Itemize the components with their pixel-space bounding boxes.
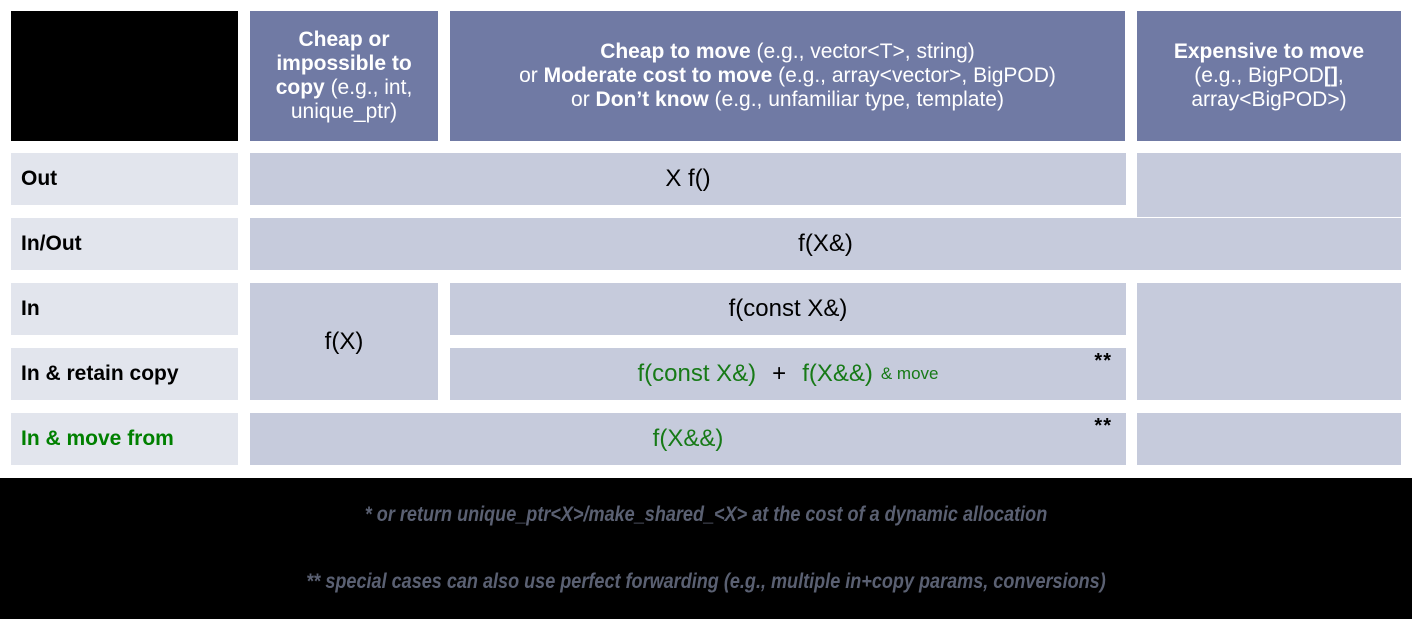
cell-in-expensive xyxy=(1137,283,1401,400)
cell-in-main: f(const X&) xyxy=(450,283,1126,335)
row-label-text: In & move from xyxy=(21,427,174,451)
hdr-c1-line3-rest: (e.g., int, xyxy=(324,76,413,99)
cell-out-main: X f() xyxy=(250,153,1126,205)
cell-in-signature: f(const X&) xyxy=(728,295,848,323)
row-label-in-retain-copy: In & retain copy xyxy=(11,348,238,400)
hdr-c2-l2-pre: or xyxy=(519,64,544,88)
cell-fx-signature: f(X) xyxy=(324,327,364,355)
footnote-band: * or return unique_ptr<X>/make_shared_<X… xyxy=(0,478,1412,619)
hdr-c2-l2-bold: Moderate cost to move xyxy=(543,64,773,88)
hdr-c1-line3-bold: copy xyxy=(275,76,325,99)
hdr-c2-l3-rest: (e.g., unfamiliar type, template) xyxy=(708,87,1004,111)
cell-retaincopy-plus: + xyxy=(772,360,787,388)
cell-retaincopy-and-move: & move xyxy=(880,364,939,384)
row-label-text: In xyxy=(21,297,40,321)
footnote-single-asterisk: * or return unique_ptr<X>/make_shared_<X… xyxy=(364,503,1048,526)
row-label-text: In/Out xyxy=(21,232,82,256)
header-corner-cell xyxy=(11,11,238,141)
cell-out-signature: X f() xyxy=(665,165,711,193)
footnote-marker-double-asterisk: ** xyxy=(1094,415,1112,437)
cell-movefrom-expensive xyxy=(1137,413,1401,465)
hdr-c3-l3: array<BigPOD>) xyxy=(1191,87,1347,111)
cell-retaincopy-constref: f(const X&) xyxy=(637,360,757,388)
hdr-c3-l2-bold: [] xyxy=(1323,64,1338,88)
hdr-c3-l2-end: , xyxy=(1337,64,1344,88)
hdr-c3-l2: (e.g., BigPOD xyxy=(1194,64,1324,88)
row-label-in-move-from: In & move from xyxy=(11,413,238,465)
cell-inout-signature: f(X&) xyxy=(798,230,853,258)
cell-in-cheapcopy-fx: f(X) xyxy=(250,283,438,400)
hdr-c2-l2-rest: (e.g., array<vector>, BigPOD) xyxy=(772,64,1056,88)
footnote-marker-double-asterisk: ** xyxy=(1094,350,1112,372)
hdr-c1-line2: impossible to xyxy=(276,52,412,76)
cell-retaincopy-main: f(const X&) + f(X&&) & move ** xyxy=(450,348,1126,400)
hdr-c2-l3-bold: Don’t know xyxy=(595,87,709,111)
hdr-c1-line4: unique_ptr) xyxy=(290,99,398,123)
row-label-in: In xyxy=(11,283,238,335)
header-cheap-to-move: Cheap to move (e.g., vector<T>, string) … xyxy=(450,11,1125,141)
row-label-text: Out xyxy=(21,167,58,191)
cell-retaincopy-rvalue: f(X&&) xyxy=(802,360,873,388)
hdr-c1-line1: Cheap or xyxy=(298,28,390,52)
cell-movefrom-main: f(X&&) ** xyxy=(250,413,1126,465)
row-label-in-out: In/Out xyxy=(11,218,238,270)
cell-out-expensive xyxy=(1137,153,1401,217)
row-label-text: In & retain copy xyxy=(21,362,179,386)
cell-inout-main: f(X&) xyxy=(250,218,1401,270)
footnote-double-asterisk: ** special cases can also use perfect fo… xyxy=(306,570,1106,593)
row-label-out: Out xyxy=(11,153,238,205)
cell-movefrom-signature: f(X&&) xyxy=(652,425,724,453)
header-cheap-or-impossible-to-copy: Cheap or impossible to copy (e.g., int, … xyxy=(250,11,438,141)
header-expensive-to-move: Expensive to move (e.g., BigPOD[], array… xyxy=(1137,11,1401,141)
hdr-c2-l3-pre: or xyxy=(571,87,596,111)
hdr-c2-l1-rest: (e.g., vector<T>, string) xyxy=(750,40,975,64)
hdr-c2-l1-bold: Cheap to move xyxy=(600,40,751,64)
hdr-c3-l1: Expensive to move xyxy=(1173,40,1365,64)
